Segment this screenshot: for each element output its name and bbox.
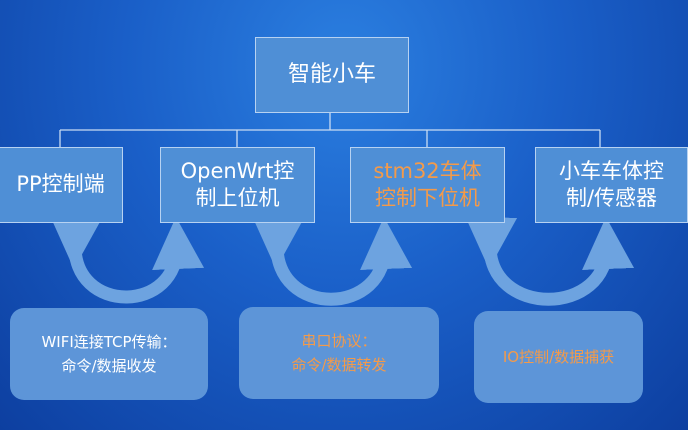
node-app-controller-label: PP控制端 (16, 172, 105, 197)
node-app-controller: PP控制端 (0, 147, 123, 223)
note-wifi-tcp-label: WIFI连接TCP传输： 命令/数据收发 (41, 333, 177, 375)
root-node: 智能小车 (255, 37, 409, 113)
node-openwrt-host: OpenWrt控 制上位机 (160, 147, 315, 223)
note-serial-protocol: 串口协议： 命令/数据转发 (239, 307, 439, 399)
root-node-label: 智能小车 (287, 61, 376, 87)
node-car-body-label: 小车车体控 制/传感器 (559, 158, 664, 210)
double-arrow-openwrt-stm32 (252, 216, 412, 306)
double-arrow-stm32-car (465, 216, 634, 306)
node-stm32-controller-label: stm32车体 控制下位机 (373, 158, 482, 210)
node-car-body: 小车车体控 制/传感器 (535, 147, 688, 223)
note-serial-protocol-label: 串口协议： 命令/数据转发 (291, 332, 387, 374)
note-io-control-label: IO控制/数据捕获 (502, 348, 615, 366)
note-io-control: IO控制/数据捕获 (474, 311, 643, 403)
node-stm32-controller: stm32车体 控制下位机 (350, 147, 505, 223)
note-wifi-tcp: WIFI连接TCP传输： 命令/数据收发 (10, 308, 208, 400)
double-arrow-app-openwrt (50, 215, 205, 304)
node-openwrt-host-label: OpenWrt控 制上位机 (180, 158, 295, 210)
